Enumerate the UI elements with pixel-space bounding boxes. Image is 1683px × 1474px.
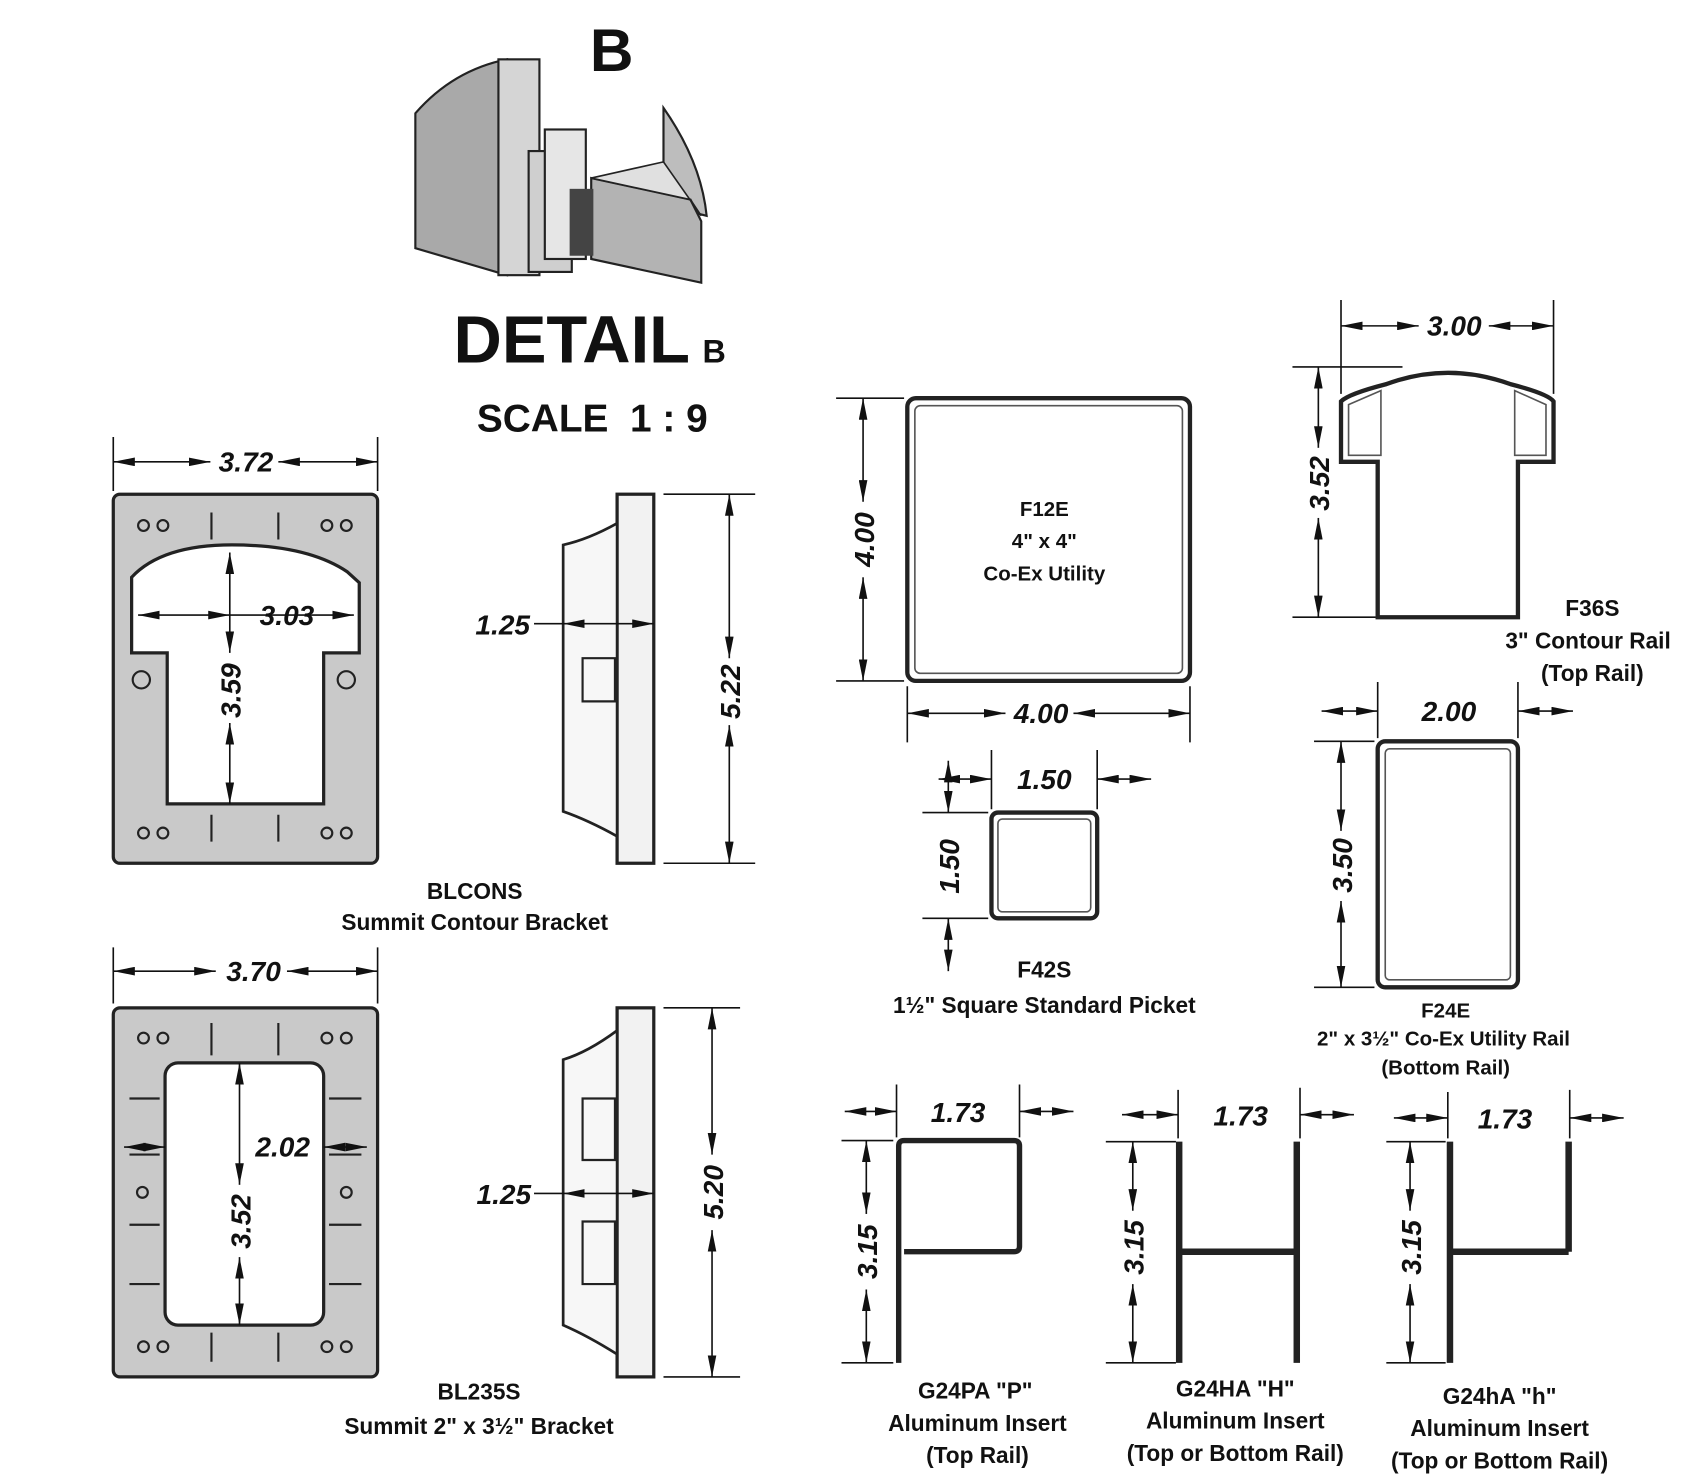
f36s-use: (Top Rail) [1541,660,1644,686]
f12e-size: 4" x 4" [1012,530,1077,553]
blcons-inner-width-dim: 3.03 [260,600,315,631]
g24ha-lower-h-insert: 1.73 3.15 G24hA "h" Aluminum Insert (Top… [1386,1089,1624,1474]
g24ha-width-dim: 1.73 [1213,1100,1268,1131]
f24e-utility-rail: 2.00 3.50 F24E 2" x 3½" Co-Ex Utility Ra… [1314,681,1573,1080]
f36s-height-dim: 3.52 [1304,456,1335,511]
g24ha-use: (Top or Bottom Rail) [1127,1440,1344,1466]
g24ha-lower-name: Aluminum Insert [1410,1415,1589,1441]
f12e-code: F12E [1020,498,1069,521]
blcons-width-dim: 3.72 [219,447,274,478]
bl235s-bracket: 3.70 2.02 3.52 5.20 1.25 BL235S Summit 2… [111,947,741,1439]
blcons-name: Summit Contour Bracket [341,909,608,935]
g24pa-width-dim: 1.73 [931,1097,986,1128]
f36s-width-dim: 3.00 [1427,311,1482,342]
detail-letter: B [590,16,634,84]
g24pa-name: Aluminum Insert [888,1410,1067,1436]
f36s-contour-rail: 3.00 3.52 F36S 3" Contour Rail (Top Rail… [1292,299,1671,686]
detail-b-view: B DETAIL B SCALE 1 : 9 [414,16,726,441]
f36s-code: F36S [1565,595,1619,621]
bl235s-side-view [561,1006,656,1379]
g24ha-lower-use: (Top or Bottom Rail) [1391,1448,1608,1474]
f42s-code: F42S [1017,957,1071,983]
g24ha-height-dim: 3.15 [1119,1220,1150,1275]
bl235s-height-dim: 5.20 [698,1165,729,1220]
bl235s-opening [163,1061,326,1327]
bl235s-width-dim: 3.70 [226,956,281,987]
g24ha-lower-height-dim: 3.15 [1396,1220,1427,1275]
blcons-inner-height-dim: 3.59 [216,663,247,718]
f42s-name: 1½" Square Standard Picket [893,992,1196,1018]
detail-title: DETAIL [454,303,690,378]
bl235s-name: Summit 2" x 3½" Bracket [344,1413,614,1439]
g24ha-name: Aluminum Insert [1146,1408,1325,1434]
g24ha-code: G24HA "H" [1176,1375,1295,1401]
f12e-height-dim: 4.00 [849,512,880,568]
g24ha-lower-code: G24hA "h" [1443,1383,1557,1409]
f24e-width-dim: 2.00 [1421,696,1477,727]
g24pa-code: G24PA "P" [918,1377,1033,1403]
f42s-picket: 1.50 1.50 F42S 1½" Square Standard Picke… [893,749,1196,1018]
g24pa-height-dim: 3.15 [852,1224,883,1279]
blcons-contour-opening [130,543,361,806]
f24e-code: F24E [1421,1000,1470,1023]
blcons-bracket: 3.72 3.03 3.59 5.22 1.25 BLCONS Summit C… [111,437,756,935]
blcons-code: BLCONS [427,878,523,904]
f12e-name: Co-Ex Utility [983,563,1105,586]
f24e-height-dim: 3.50 [1327,838,1358,893]
scale-label: SCALE 1 : 9 [477,398,708,441]
detail-perspective-illustration [414,58,708,285]
blcons-height-dim: 5.22 [715,664,746,719]
bl235s-inner-width-dim: 2.02 [254,1132,310,1163]
bl235s-code: BL235S [437,1379,520,1405]
f36s-name: 3" Contour Rail [1505,628,1670,654]
blcons-depth-dim: 1.25 [475,609,530,640]
blcons-side-view [561,492,656,865]
f12e-post: F12E 4" x 4" Co-Ex Utility 4.00 4.00 [836,396,1193,743]
f12e-width-dim: 4.00 [1013,698,1069,729]
g24pa-use: (Top Rail) [926,1442,1029,1468]
bl235s-inner-height-dim: 3.52 [225,1194,256,1249]
bl235s-depth-dim: 1.25 [477,1179,532,1210]
f42s-height-dim: 1.50 [934,839,965,894]
g24ha-lower-width-dim: 1.73 [1478,1104,1533,1135]
f42s-width-dim: 1.50 [1017,764,1072,795]
g24pa-p-insert: 1.73 3.15 G24PA "P" Aluminum Insert (Top… [841,1084,1074,1468]
f24e-name: 2" x 3½" Co-Ex Utility Rail [1317,1028,1570,1051]
f24e-use: (Bottom Rail) [1381,1057,1510,1080]
detail-suffix: B [703,334,726,370]
g24ha-h-insert: 1.73 3.15 G24HA "H" Aluminum Insert (Top… [1105,1087,1354,1466]
